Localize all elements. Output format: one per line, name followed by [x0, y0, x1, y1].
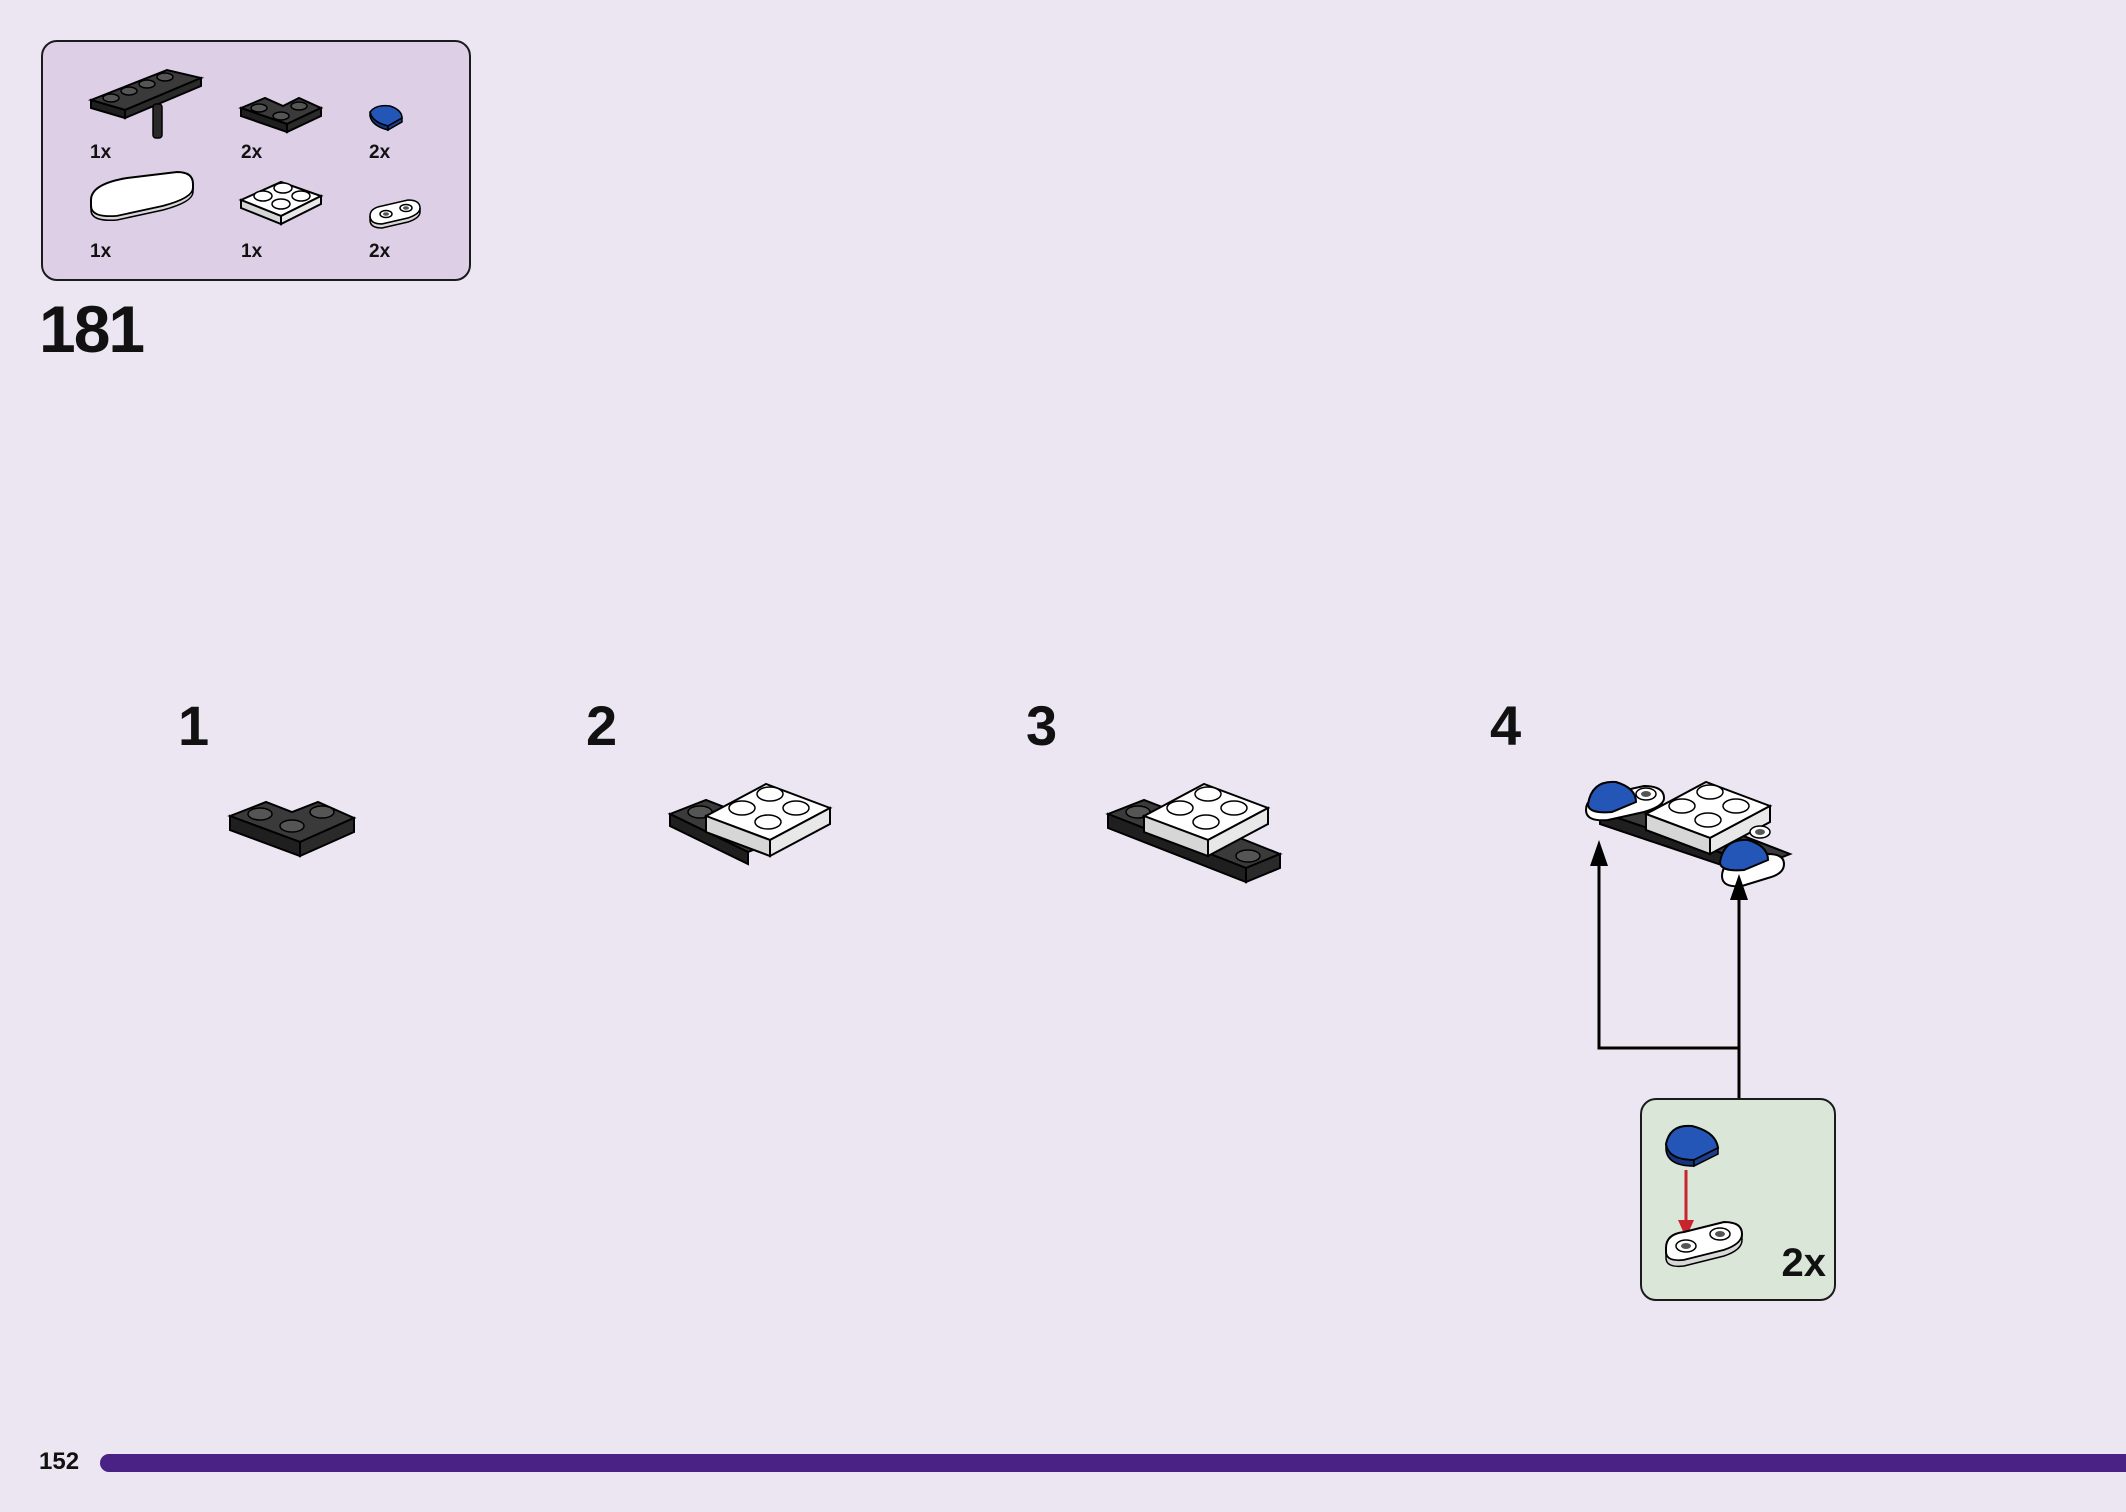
white-rounded-tile-icon: [90, 170, 194, 222]
sub-step-3-illustration: [1105, 782, 1283, 884]
sub-step-label-2: 2: [586, 694, 618, 757]
part-qty: 2x: [369, 241, 391, 262]
sub-step-2-illustration: [667, 782, 833, 866]
blue-tile-round-icon: [369, 104, 403, 132]
part-blue-tile-round: [368, 102, 408, 132]
page-progress-bar: [100, 1454, 2126, 1472]
part-qty: 1x: [241, 241, 263, 262]
sub-assembly-callout: 2x: [1640, 1098, 1836, 1301]
sub-step-label-3: 3: [1026, 694, 1058, 757]
callout-illustration: [1664, 1124, 1744, 1268]
step-number: 181: [39, 292, 145, 366]
down-arrow-head-icon: [1678, 1220, 1694, 1238]
part-qty: 1x: [90, 241, 112, 262]
part-qty: 1x: [90, 142, 112, 163]
white-round-plate-1x2-icon: [369, 199, 421, 229]
arrow-up-icon: [1730, 874, 1748, 900]
sub-step-1-illustration: [227, 800, 357, 858]
parts-list-box: 1x 2x 2x 1x: [41, 40, 471, 281]
page-number: 152: [39, 1448, 80, 1475]
callout-quantity: 2x: [1781, 1241, 1827, 1285]
part-white-plate-2x2: [238, 176, 325, 234]
sub-step-label-1: 1: [178, 694, 210, 757]
part-black-plate-with-bar: [87, 64, 209, 144]
black-corner-plate-icon: [238, 96, 324, 134]
black-plate-with-bar-icon: [87, 68, 205, 139]
part-qty: 2x: [241, 142, 263, 163]
assembly-arrow-lines: [1590, 840, 1748, 1098]
sub-step-4-illustration: [1584, 780, 1793, 888]
arrow-up-icon: [1590, 840, 1608, 866]
sub-step-label-4: 4: [1490, 694, 1522, 757]
part-white-round-plate-1x2: [368, 196, 424, 232]
white-plate-2x2-icon: [238, 180, 324, 226]
part-qty: 2x: [369, 142, 391, 163]
part-black-corner-plate: [238, 88, 325, 138]
part-white-rounded-tile: [87, 170, 197, 230]
